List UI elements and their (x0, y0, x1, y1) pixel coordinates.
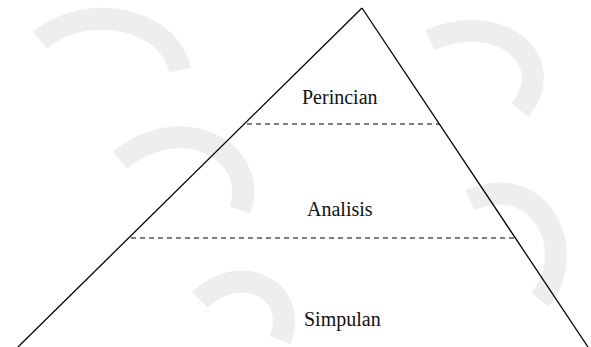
pyramid-side (18, 8, 362, 347)
watermark (40, 19, 556, 340)
band-label: Analisis (307, 197, 373, 221)
watermark-curve (430, 31, 533, 110)
pyramid-side (362, 8, 588, 347)
band-label: Perincian (302, 85, 378, 109)
dashed-divider (131, 238, 515, 239)
watermark-curve (470, 193, 556, 300)
dashed-divider (247, 124, 439, 125)
watermark-curve (40, 19, 180, 70)
pyramid-band: Perincian (296, 83, 384, 111)
pyramid-band: Analisis (301, 195, 379, 223)
watermark-curve (120, 137, 243, 210)
band-label: Simpulan (304, 307, 381, 331)
pyramid-band: Simpulan (298, 305, 387, 333)
watermark-curve (200, 281, 284, 340)
